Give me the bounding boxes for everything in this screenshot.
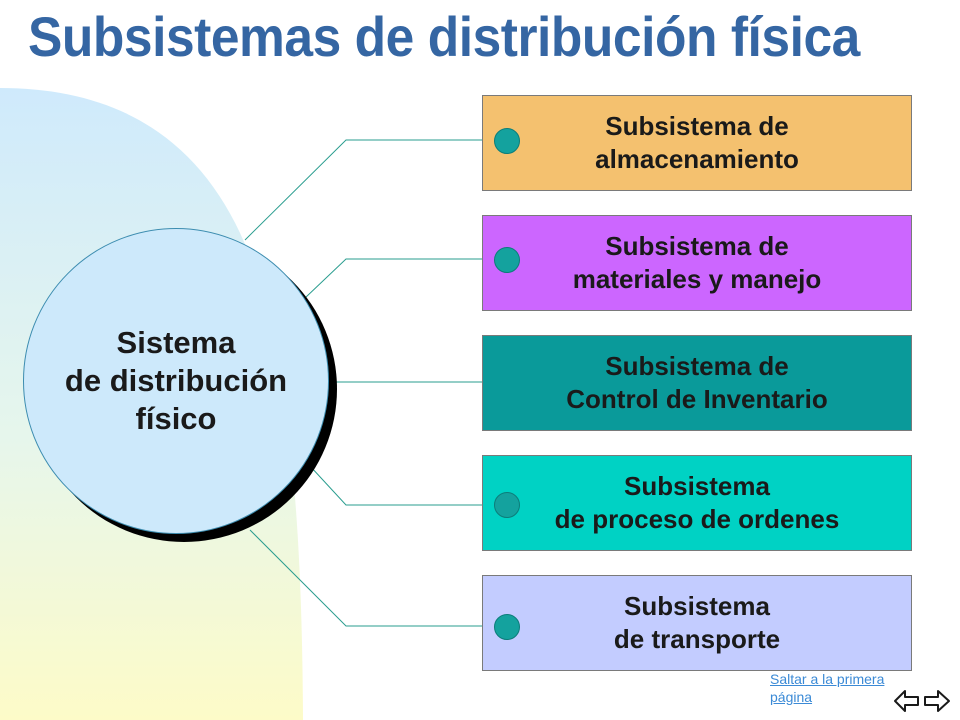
connector-dot-1 [494,128,520,154]
hub-line-3: físico [135,401,217,436]
connector-5 [249,529,505,627]
arrow-left-icon[interactable] [893,688,921,714]
arrow-right-icon[interactable] [922,688,952,714]
connector-1 [244,139,505,241]
subsystem-line: Subsistema [624,591,770,621]
connector-dot-2 [494,247,520,273]
subsystem-box-storage: Subsistema de almacenamiento [482,95,912,191]
hub-line-2: de distribución [64,363,288,398]
home-link[interactable]: Saltar a la primera página [770,671,885,705]
subsystem-box-transport: Subsistema de transporte [482,575,912,671]
subsystem-box-orders: Subsistema de proceso de ordenes [482,455,912,551]
subsystem-line: Control de Inventario [566,384,828,414]
page-title: Subsistemas de distribución física [28,5,860,68]
subsystem-line: almacenamiento [595,144,799,174]
subsystem-line: Subsistema de [605,231,789,261]
subsystem-line: de transporte [613,624,781,654]
subsystem-line: materiales y manejo [572,264,822,294]
subsystem-line: Subsistema de [605,111,789,141]
connector-dot-4 [494,492,520,518]
subsystem-box-inventory: Subsistema de Control de Inventario [482,335,912,431]
hub-circle: Sistema de distribución físico [23,228,329,534]
hub-line-1: Sistema [116,325,236,360]
subsystem-line: de proceso de ordenes [554,504,840,534]
subsystem-line: Subsistema de [605,351,789,381]
connector-4 [309,465,505,506]
connector-2 [304,258,505,299]
connector-dot-5 [494,614,520,640]
subsystem-box-materials: Subsistema de materiales y manejo [482,215,912,311]
subsystem-line: Subsistema [624,471,770,501]
